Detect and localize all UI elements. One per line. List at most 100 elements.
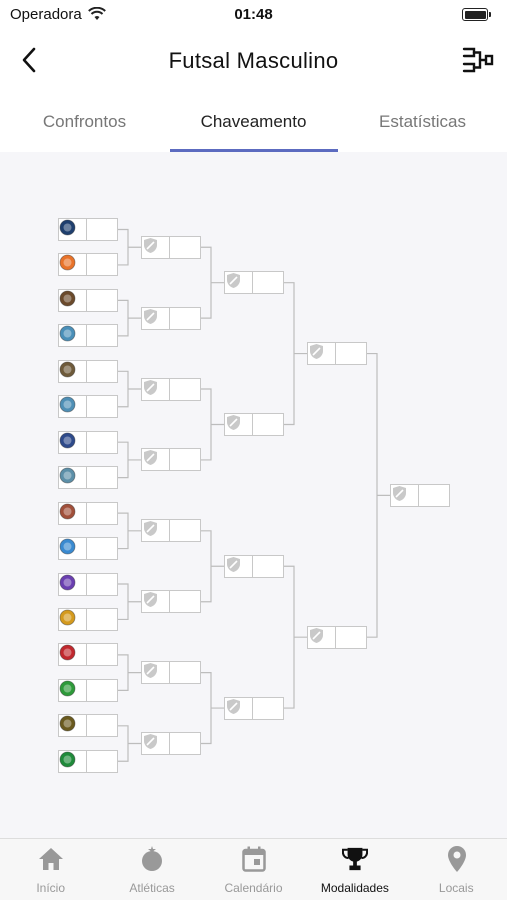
shield-placeholder-icon bbox=[225, 697, 253, 719]
bracket-team-slot[interactable] bbox=[58, 218, 118, 241]
team-name bbox=[253, 698, 283, 719]
bracket-match-slot[interactable] bbox=[224, 696, 284, 720]
shield-placeholder-icon bbox=[225, 272, 253, 294]
bracket-connector bbox=[118, 512, 141, 550]
team-name bbox=[87, 467, 117, 488]
location-pin-icon bbox=[444, 846, 470, 872]
shield-placeholder-icon bbox=[308, 343, 336, 365]
team-name bbox=[87, 290, 117, 311]
tournament-bracket bbox=[0, 152, 507, 838]
bracket-match-slot[interactable] bbox=[141, 235, 201, 259]
team-name bbox=[336, 343, 366, 364]
team-name bbox=[87, 219, 117, 240]
nav-item-atleticas[interactable]: Atléticas bbox=[101, 839, 202, 900]
bottom-navigation: Início Atléticas Calendário Modalidades … bbox=[0, 838, 507, 900]
shield-placeholder-icon bbox=[142, 520, 170, 542]
team-name bbox=[253, 556, 283, 577]
shield-placeholder-icon bbox=[142, 449, 170, 471]
bracket-match-slot[interactable] bbox=[141, 661, 201, 685]
team-name bbox=[170, 449, 200, 470]
team-name bbox=[170, 379, 200, 400]
page-title: Futsal Masculino bbox=[168, 48, 339, 73]
tab-indicator bbox=[170, 149, 338, 152]
team-name bbox=[87, 325, 117, 346]
bracket-team-slot[interactable] bbox=[58, 324, 118, 348]
bracket-connector bbox=[118, 228, 141, 266]
bracket-match-slot[interactable] bbox=[307, 625, 367, 649]
bracket-team-slot[interactable] bbox=[58, 572, 118, 596]
bracket-match-slot[interactable] bbox=[141, 519, 201, 543]
team-name bbox=[87, 751, 117, 772]
wifi-icon bbox=[88, 6, 106, 26]
bracket-connector bbox=[201, 388, 224, 461]
bracket-connector bbox=[118, 583, 141, 621]
home-icon bbox=[38, 846, 64, 872]
team-name bbox=[87, 432, 117, 453]
bracket-team-slot[interactable] bbox=[58, 288, 118, 312]
bracket-team-slot[interactable] bbox=[58, 501, 118, 525]
bracket-match-slot[interactable] bbox=[224, 554, 284, 578]
team-name bbox=[87, 715, 117, 736]
nav-label: Locais bbox=[438, 881, 474, 895]
bracket-match-slot[interactable] bbox=[141, 590, 201, 614]
team-logo bbox=[59, 289, 87, 311]
team-logo bbox=[59, 608, 87, 630]
shield-placeholder-icon bbox=[225, 555, 253, 577]
team-logo bbox=[59, 750, 87, 772]
bracket-match-slot[interactable] bbox=[141, 377, 201, 401]
team-name bbox=[253, 272, 283, 293]
app-bar: Futsal Masculino bbox=[0, 30, 507, 92]
bracket-match-slot[interactable] bbox=[224, 271, 284, 295]
team-name bbox=[253, 414, 283, 435]
bracket-match-slot[interactable] bbox=[141, 306, 201, 330]
team-logo bbox=[59, 467, 87, 489]
team-name bbox=[336, 627, 366, 648]
team-logo bbox=[59, 644, 87, 666]
bracket-team-slot[interactable] bbox=[58, 359, 118, 383]
bracket-connector bbox=[118, 299, 141, 337]
nav-item-inicio[interactable]: Início bbox=[0, 839, 101, 900]
bracket-team-slot[interactable] bbox=[58, 643, 118, 667]
bracket-match-slot[interactable] bbox=[307, 342, 367, 366]
team-logo bbox=[59, 254, 87, 276]
bracket-match-slot[interactable] bbox=[390, 483, 450, 507]
nav-item-modalidades[interactable]: Modalidades bbox=[304, 839, 405, 900]
nav-item-calendario[interactable]: Calendário bbox=[203, 839, 304, 900]
bracket-match-slot[interactable] bbox=[141, 448, 201, 472]
bracket-team-slot[interactable] bbox=[58, 253, 118, 277]
bracket-match-slot[interactable] bbox=[141, 732, 201, 756]
shield-placeholder-icon bbox=[391, 484, 419, 506]
bracket-connector bbox=[118, 725, 141, 762]
bracket-team-slot[interactable] bbox=[58, 430, 118, 454]
tab-confrontos[interactable]: Confrontos bbox=[42, 112, 127, 131]
nav-item-locais[interactable]: Locais bbox=[406, 839, 507, 900]
team-logo bbox=[59, 396, 87, 418]
team-logo bbox=[59, 502, 87, 524]
team-name bbox=[87, 503, 117, 524]
bracket-team-slot[interactable] bbox=[58, 395, 118, 419]
bracket-view-button[interactable] bbox=[460, 42, 496, 78]
team-name bbox=[87, 609, 117, 630]
team-name bbox=[87, 254, 117, 275]
status-time: 01:48 bbox=[234, 6, 273, 23]
bracket-team-slot[interactable] bbox=[58, 607, 118, 631]
team-name bbox=[170, 733, 200, 754]
bracket-team-slot[interactable] bbox=[58, 714, 118, 738]
back-button[interactable] bbox=[14, 42, 44, 78]
tab-chaveamento[interactable]: Chaveamento bbox=[200, 112, 307, 131]
shield-placeholder-icon bbox=[142, 733, 170, 755]
bracket-team-slot[interactable] bbox=[58, 749, 118, 773]
shield-placeholder-icon bbox=[225, 413, 253, 435]
tab-estatisticas[interactable]: Estatísticas bbox=[379, 112, 466, 131]
bracket-match-slot[interactable] bbox=[224, 412, 284, 436]
team-name bbox=[87, 538, 117, 559]
nav-label: Atléticas bbox=[129, 881, 175, 895]
bracket-team-slot[interactable] bbox=[58, 678, 118, 702]
shield-placeholder-icon bbox=[142, 662, 170, 684]
team-logo bbox=[59, 431, 87, 453]
bracket-team-slot[interactable] bbox=[58, 537, 118, 561]
chevron-left-icon bbox=[22, 47, 36, 73]
shield-placeholder-icon bbox=[142, 591, 170, 613]
bracket-team-slot[interactable] bbox=[58, 466, 118, 490]
calendar-icon bbox=[241, 846, 267, 872]
